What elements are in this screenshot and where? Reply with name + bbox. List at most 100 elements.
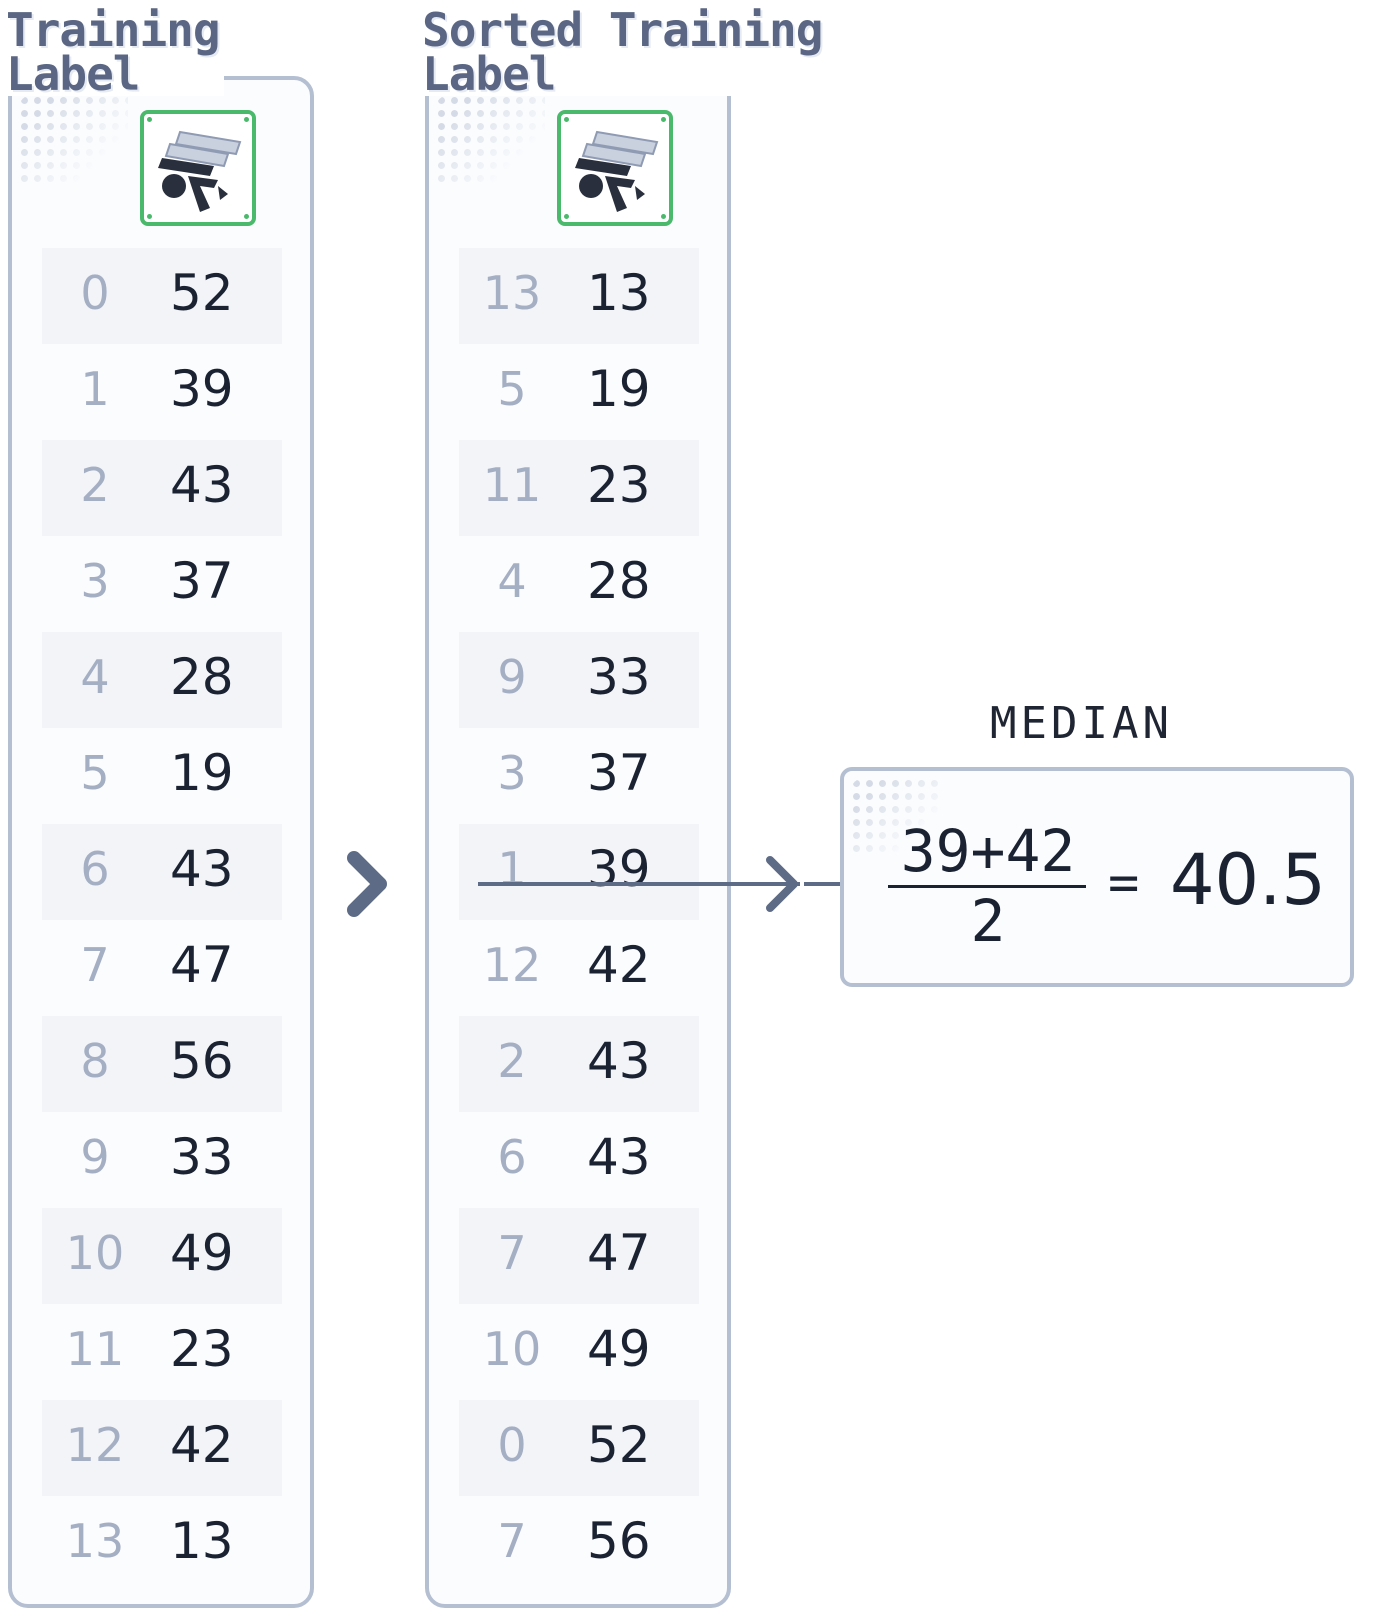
row-index: 4 [497,554,527,608]
row-index: 3 [80,554,110,608]
column-title-sorted-training-label: Sorted Training Label [422,3,827,101]
table-row: 1 39 [459,824,699,920]
row-index: 13 [482,266,542,320]
row-value: 52 [587,1416,651,1474]
median-denominator: 2 [970,887,1006,955]
row-index: 0 [80,266,110,320]
median-heading: MEDIAN [990,698,1173,749]
chevron-right-icon [766,856,798,912]
table-row: 2 43 [42,440,282,536]
row-value: 33 [587,648,651,706]
chevron-right-icon [347,851,387,917]
row-index: 5 [80,746,110,800]
table-row: 3 37 [459,728,699,824]
row-value: 39 [170,360,234,418]
row-index: 11 [482,458,542,512]
table-row: 4 28 [42,632,282,728]
table-row: 2 43 [459,1016,699,1112]
row-index: 9 [497,650,527,704]
table-row: 3 37 [42,536,282,632]
row-index: 6 [80,842,110,896]
row-index: 3 [497,746,527,800]
row-value: 47 [587,1224,651,1282]
row-value: 37 [587,744,651,802]
row-index: 1 [497,842,527,896]
row-value: 56 [170,1032,234,1090]
row-index: 2 [497,1034,527,1088]
row-value: 43 [170,456,234,514]
row-value: 19 [587,360,651,418]
table-row: 12 42 [42,1400,282,1496]
dot-pattern [18,94,128,184]
row-value: 23 [587,456,651,514]
table-row: 13 13 [42,1496,282,1592]
table-row: 10 49 [459,1304,699,1400]
row-index: 4 [80,650,110,704]
row-index: 7 [80,938,110,992]
running-figure-icon [557,110,673,226]
row-index: 10 [482,1322,542,1376]
row-value: 33 [170,1128,234,1186]
table-row: 0 52 [459,1400,699,1496]
running-figure-icon [140,110,256,226]
row-index: 7 [497,1514,527,1568]
row-index: 2 [80,458,110,512]
table-row: 7 47 [42,920,282,1016]
row-value: 19 [170,744,234,802]
row-value: 13 [587,264,651,322]
table-row: 12 42 [459,920,699,1016]
table-row: 6 43 [42,824,282,920]
table-row: 5 19 [459,344,699,440]
column-title-training-label: Training Label [6,3,224,101]
row-index: 8 [80,1034,110,1088]
row-index: 6 [497,1130,527,1184]
row-value: 13 [170,1512,234,1570]
table-row: 5 19 [42,728,282,824]
row-value: 47 [170,936,234,994]
row-index: 13 [65,1514,125,1568]
row-index: 9 [80,1130,110,1184]
equals-sign: = [1108,853,1140,913]
median-formula-box: 39+42 2 = 40.5 [840,767,1354,987]
dot-pattern [435,94,545,184]
row-value: 43 [587,1128,651,1186]
row-value: 42 [587,936,651,994]
row-value: 49 [170,1224,234,1282]
row-value: 42 [170,1416,234,1474]
table-row: 6 43 [459,1112,699,1208]
row-index: 0 [497,1418,527,1472]
table-row: 7 56 [459,1496,699,1592]
row-value: 39 [587,840,651,898]
title-line: Training [6,3,221,57]
row-value: 52 [170,264,234,322]
title-line: Sorted Training [422,3,823,57]
table-row: 13 13 [459,248,699,344]
row-value: 49 [587,1320,651,1378]
table-row: 11 23 [459,440,699,536]
row-value: 56 [587,1512,651,1570]
median-numerator: 39+42 [900,817,1076,885]
title-line: Label [6,47,140,101]
table-row: 9 33 [42,1112,282,1208]
table-row: 0 52 [42,248,282,344]
row-index: 12 [65,1418,125,1472]
dot-pattern [850,777,940,857]
row-index: 12 [482,938,542,992]
fraction-bar [888,885,1086,888]
median-result: 40.5 [1170,839,1326,921]
row-index: 5 [497,362,527,416]
row-value: 28 [170,648,234,706]
title-line: Label [422,47,556,101]
row-value: 43 [170,840,234,898]
row-value: 43 [587,1032,651,1090]
row-value: 37 [170,552,234,610]
